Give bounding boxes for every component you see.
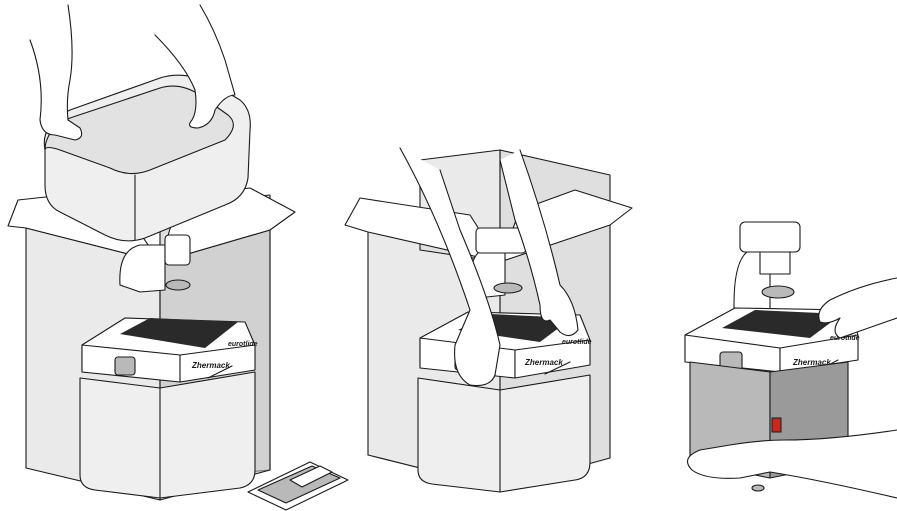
brand-logo-scene2: Zhermack (524, 358, 563, 367)
trimmer-motor-head (740, 222, 800, 252)
model-logo-scene1: eurotlide (228, 341, 258, 348)
foam-base-scene1 (80, 372, 255, 498)
power-switch (772, 418, 781, 432)
foam-base-scene2 (418, 375, 590, 492)
scene-3-unpacked-trimmer: Zhermack eurotlide (685, 222, 897, 498)
scene-1-lift-foam-cover: Zhermack eurotlide (8, 5, 348, 510)
scene-2-lift-trimmer: Zhermack eurotlide (345, 148, 632, 492)
brand-logo-scene1: Zhermack (191, 361, 230, 370)
model-logo-scene2: eurotlide (562, 339, 592, 346)
